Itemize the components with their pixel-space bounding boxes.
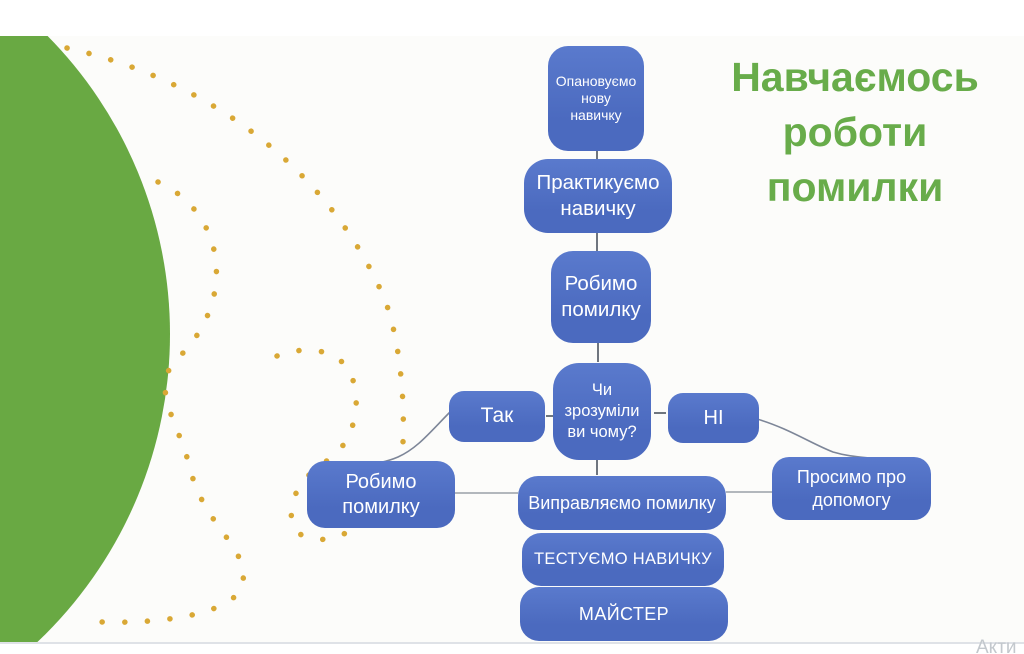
flow-node-make-mistake-again: Робимо помилку	[307, 461, 455, 528]
flow-node-practice-skill: Практикуємо навичку	[524, 159, 672, 233]
slide-title-line-1: Навчаємось	[731, 54, 979, 100]
green-circle-decoration	[0, 36, 170, 643]
dotted-arc-inner	[80, 179, 247, 625]
flow-node-ask-for-help: Просимо про допомогу	[772, 457, 931, 520]
flow-node-no: НІ	[668, 393, 759, 443]
slide-title: Навчаємось роботи помилки	[693, 50, 1017, 215]
connector-ni-prosymo-curve	[756, 418, 879, 460]
flow-node-yes: Так	[449, 391, 545, 442]
slide-title-line-2: роботи	[782, 109, 928, 155]
dotted-arc-outer	[64, 45, 407, 445]
flow-node-did-you-understand: Чи зрозуміли ви чому?	[553, 363, 651, 460]
slide-title-line-3: помилки	[766, 164, 944, 210]
flow-node-make-mistake: Робимо помилку	[551, 251, 651, 343]
dotted-spiral-loop	[274, 347, 359, 543]
flow-node-learn-new-skill: Опановуємо нову навичку	[548, 46, 644, 151]
flow-node-master: МАЙСТЕР	[520, 587, 728, 641]
slide-background	[0, 36, 1024, 642]
slide-bottom-edge	[0, 642, 1024, 644]
watermark-text: Акти	[976, 637, 1017, 654]
flow-node-test-skill: ТЕСТУЄМО НАВИЧКУ	[522, 533, 724, 586]
flow-node-fix-mistake: Виправляємо помилку	[518, 476, 726, 530]
